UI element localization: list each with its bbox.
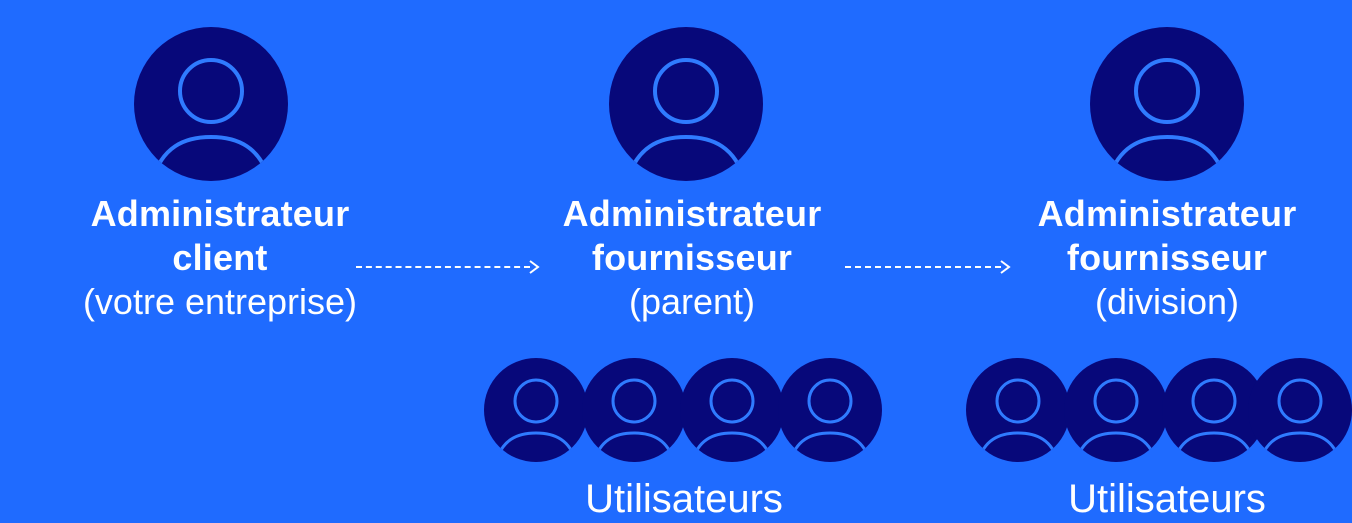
user-group-division: [966, 358, 1352, 462]
admin-supplier-division-subtitle: (division): [1094, 281, 1240, 322]
user-icon: [582, 358, 686, 462]
admin-client-subtitle: (votre entreprise): [82, 281, 358, 322]
user-icon: [609, 27, 763, 181]
admin-supplier-division-title-line-2: fournisseur: [1066, 237, 1268, 278]
arrow-right-icon: [845, 259, 1011, 275]
user-icon: [680, 358, 784, 462]
admin-supplier-parent-block: Administrateur fournisseur (parent): [512, 192, 872, 324]
user-icon: [966, 358, 1070, 462]
arrow-right-icon: [356, 259, 540, 275]
admin-client-block: Administrateur client (votre entreprise): [40, 192, 400, 324]
admin-supplier-division-block: Administrateur fournisseur (division): [987, 192, 1347, 324]
admin-supplier-division-title-line-1: Administrateur: [1037, 193, 1297, 234]
admin-client-title-line-1: Administrateur: [90, 193, 350, 234]
admin-supplier-parent-title-line-1: Administrateur: [562, 193, 822, 234]
user-icon: [134, 27, 288, 181]
user-icon: [1248, 358, 1352, 462]
users-label-division: Utilisateurs: [1068, 477, 1266, 521]
user-icon: [778, 358, 882, 462]
user-icon: [484, 358, 588, 462]
users-label-parent: Utilisateurs: [585, 477, 783, 521]
user-icon: [1090, 27, 1244, 181]
user-icon: [1064, 358, 1168, 462]
admin-client-title-line-2: client: [172, 237, 268, 278]
user-group-parent: [484, 358, 886, 462]
admin-supplier-parent-subtitle: (parent): [628, 281, 756, 322]
admin-supplier-parent-title-line-2: fournisseur: [591, 237, 793, 278]
